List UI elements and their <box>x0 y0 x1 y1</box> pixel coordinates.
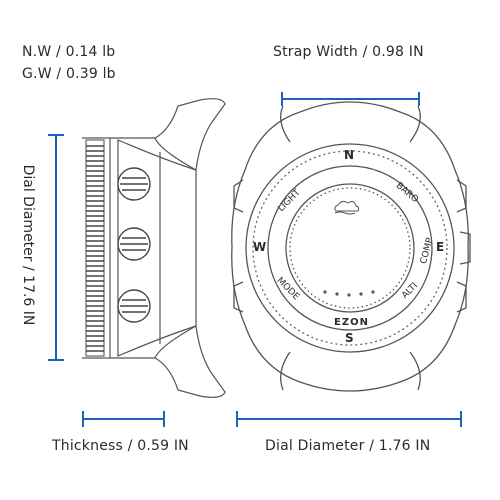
dial-diameter-horizontal-line <box>237 418 461 420</box>
thickness-tick-left <box>82 411 84 427</box>
weather-icon <box>334 200 360 215</box>
dial-diameter-horizontal-tick-right <box>460 411 462 427</box>
strap-width-tick-left <box>281 92 283 106</box>
dial-diameter-horizontal-label: Dial Diameter / 1.76 IN <box>265 438 431 454</box>
dial-diameter-vertical-tick-top <box>48 134 64 136</box>
thickness-tick-right <box>163 411 165 427</box>
compass-south-label: S <box>345 331 354 345</box>
thickness-label: Thickness / 0.59 IN <box>52 438 189 454</box>
strap-width-tick-right <box>418 92 420 106</box>
dial-diameter-vertical-line <box>55 135 57 360</box>
strap-width-line <box>282 98 419 100</box>
dial-diameter-horizontal-tick-left <box>236 411 238 427</box>
thickness-line <box>83 418 164 420</box>
net-weight-label: N.W / 0.14 lb <box>22 44 116 60</box>
brand-logo: EZON <box>334 317 369 328</box>
gross-weight-label: G.W / 0.39 lb <box>22 66 116 82</box>
strap-width-label: Strap Width / 0.98 IN <box>273 44 424 60</box>
side-button-bottom <box>117 289 151 323</box>
face-indicators <box>323 290 375 297</box>
compass-north-label: N <box>344 148 355 162</box>
dial-diameter-vertical-tick-bottom <box>48 359 64 361</box>
compass-east-label: E <box>436 240 445 254</box>
compass-west-label: W <box>253 240 267 254</box>
side-button-top <box>117 167 151 201</box>
bezel-ridges <box>86 145 104 352</box>
side-button-middle <box>117 227 151 261</box>
